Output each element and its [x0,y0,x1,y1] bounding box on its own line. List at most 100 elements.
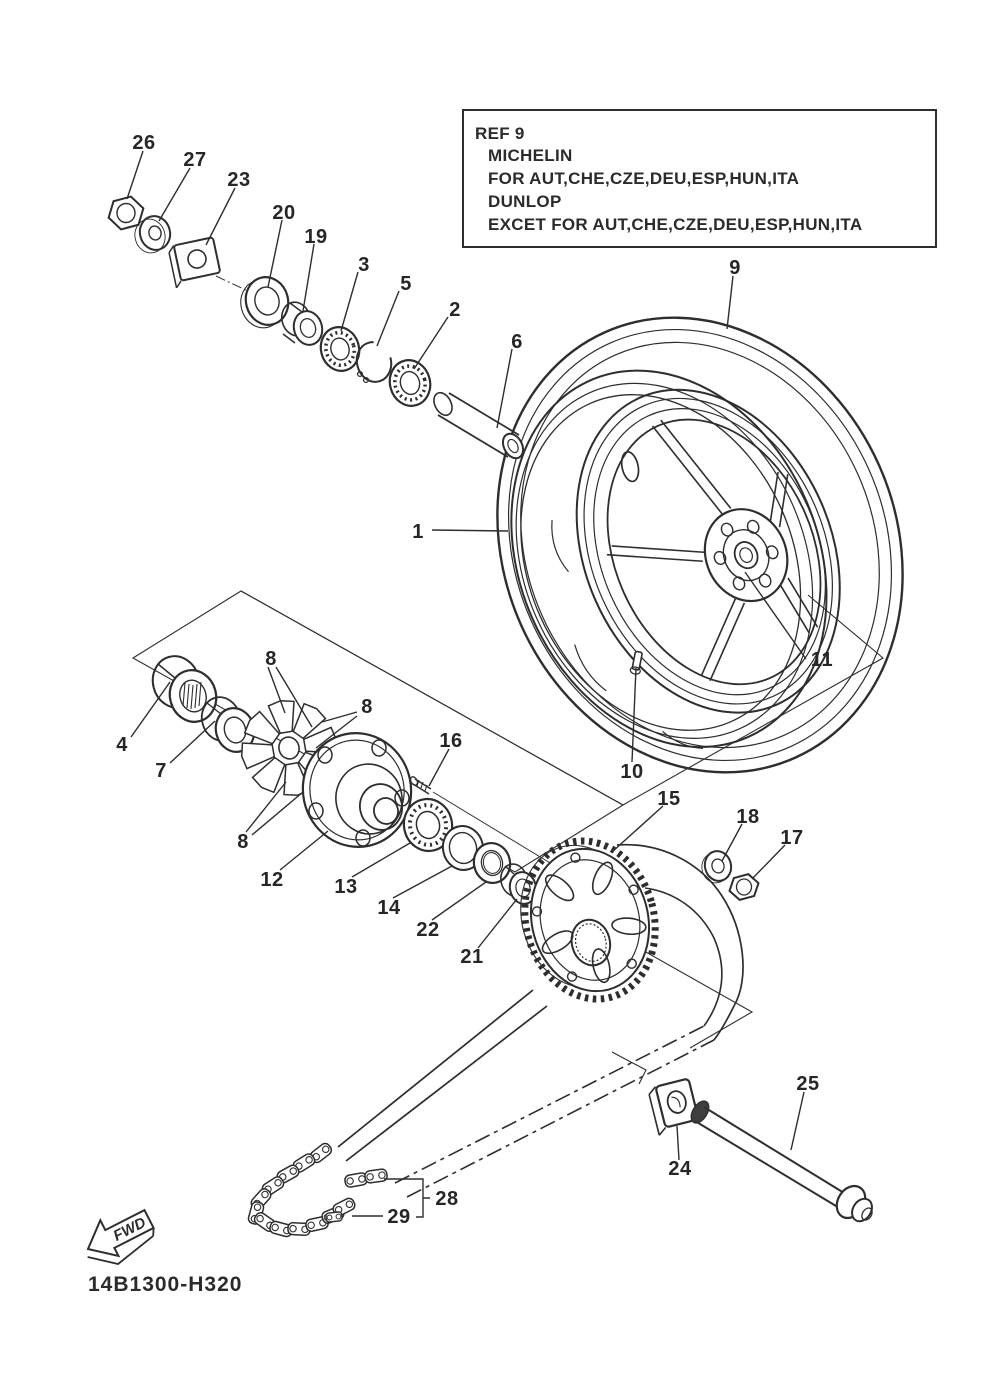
leader-16 [428,748,450,787]
part-label-20: 20 [272,202,295,224]
part-label-16: 16 [439,730,462,752]
needle-hatch [182,681,202,710]
leader-20 [267,219,283,288]
rear-sprocket [520,837,659,1003]
rim-hole [620,451,640,483]
part-label-12: 12 [260,869,283,891]
tire-tread-line [507,328,893,762]
rim-well-line [593,408,826,696]
part-label-5: 5 [400,273,412,295]
leader-19 [302,243,315,312]
leader-15 [611,805,664,853]
drawing-code: 14B1300-H320 [88,1273,242,1296]
damper-set-8 [238,697,340,799]
bearing-2 [388,359,432,407]
part-label-28: 28 [435,1188,458,1210]
rim-detail-arc [662,730,704,749]
leader-21 [477,898,518,949]
chain-puller-block-right [648,1078,699,1136]
leader-8a [275,666,313,728]
leader-8c [245,781,287,833]
axis-line [215,275,253,294]
part-label-3: 3 [358,254,370,276]
leader-24 [676,1125,680,1161]
leader-8b [321,711,358,723]
sprocket-nut-17 [728,873,760,901]
reference-plane-chain [629,942,754,1049]
bearing-3 [319,326,361,372]
rear-axle-25 [690,1100,873,1223]
part-label-22: 22 [416,919,439,941]
tire-tread-line [520,341,880,749]
sprocket-carrier-hub-12 [301,732,413,848]
part-label-18: 18 [736,806,759,828]
part-label-6: 6 [511,331,523,353]
part-label-1: 1 [412,521,424,543]
leader-27 [158,167,191,222]
part-label-2: 2 [449,299,461,321]
part-label-17: 17 [780,827,803,849]
rim-detail-arc [551,519,569,573]
part-label-23: 23 [227,169,250,191]
tire-sidewall-opening [510,369,828,748]
wheel-spokes [606,419,819,681]
chain-clip-29 [325,1211,343,1223]
leader-7 [169,720,216,764]
ref-note-brand-1: MICHELIN [488,146,573,165]
part-label-24: 24 [668,1158,692,1180]
leader-22 [431,881,487,921]
leader-23 [205,187,236,246]
part-label-10: 10 [620,761,643,783]
circlip-5 [355,341,393,384]
part-label-4: 4 [116,734,128,756]
rim-outer-lip [575,388,841,714]
part-label-15: 15 [657,788,680,810]
leader-6 [496,348,513,429]
leader-4 [130,681,171,738]
reference-pointer-24 [611,1051,647,1085]
chain-joint-link [363,1167,389,1185]
spacer-tube-6 [433,391,525,460]
ref-note-brand-2: DUNLOP [488,192,562,211]
tire-bead-line [515,382,814,739]
ref-note-countries-1: FOR AUT,CHE,CZE,DEU,ESP,HUN,ITA [488,169,799,188]
bearing-13 [402,797,454,853]
tire-outline [496,316,904,774]
leader-12 [279,830,329,871]
part-label-8a: 8 [265,648,277,670]
part-label-19: 19 [304,226,327,248]
leader-13 [351,842,411,878]
valve-stem [629,650,643,675]
stud-16 [409,776,432,795]
ref-note-box: REF 9 MICHELIN FOR AUT,CHE,CZE,DEU,ESP,H… [462,109,937,248]
part-label-11: 11 [811,649,833,671]
part-label-25: 25 [796,1073,819,1095]
part-label-26: 26 [132,132,155,154]
leader-8b [315,715,358,749]
reference-plane-wheel [240,590,884,806]
rim-well-line [583,397,833,705]
leader-3 [340,271,359,332]
drive-chain [246,843,744,1239]
leader-9 [726,275,734,330]
leader-5 [376,290,400,347]
wheel-hub [703,508,789,603]
leader-2 [413,316,449,370]
ref-note-countries-2: EXCET FOR AUT,CHE,CZE,DEU,ESP,HUN,ITA [488,215,862,234]
ref-note-title: REF 9 [475,124,525,143]
chain-puller-block-left [168,236,221,289]
needle-bearing-4 [151,655,218,723]
callout-leaders [126,150,807,1218]
leader-10 [631,667,637,763]
rear-wheel [496,316,904,774]
collar-19 [280,301,324,346]
leader-1 [431,529,509,532]
part-label-9: 9 [729,257,741,279]
part-label-8b: 8 [361,696,373,718]
part-label-13: 13 [334,876,357,898]
leader-17 [751,844,786,880]
chain-link-cluster [246,1140,389,1239]
tire-bead-line [520,394,802,731]
